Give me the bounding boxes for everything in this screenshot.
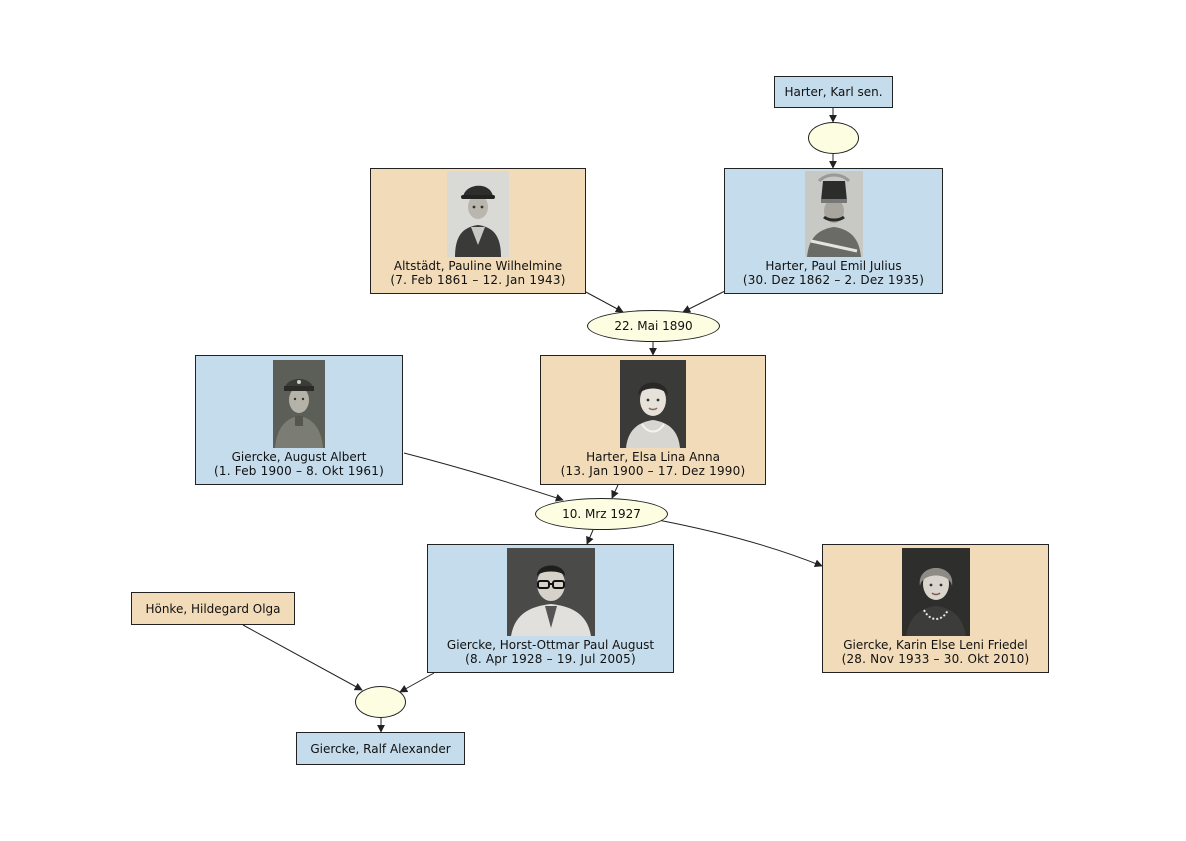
person-name: Hönke, Hildegard Olga bbox=[145, 601, 281, 616]
person-horst-ottmar-giercke[interactable]: Giercke, Horst-Ottmar Paul August (8. Ap… bbox=[427, 544, 674, 673]
person-ralf-giercke[interactable]: Giercke, Ralf Alexander bbox=[296, 732, 465, 765]
person-name: Harter, Elsa Lina Anna bbox=[586, 450, 720, 464]
soldier-cap-portrait-icon bbox=[273, 360, 325, 448]
family-label: 22. Mai 1890 bbox=[614, 319, 693, 333]
family-node-karl[interactable] bbox=[808, 122, 859, 154]
person-name: Altstädt, Pauline Wilhelmine bbox=[393, 259, 563, 273]
family-node-marriage-1890[interactable]: 22. Mai 1890 bbox=[587, 310, 720, 342]
person-dates: (8. Apr 1928 – 19. Jul 2005) bbox=[465, 652, 636, 666]
edge-elsa-to-marriage-1927 bbox=[611, 484, 619, 499]
soldier-shako-portrait-icon bbox=[804, 171, 863, 257]
person-name: Giercke, Horst-Ottmar Paul August bbox=[446, 638, 655, 652]
edge-hildegard-to-family bbox=[242, 624, 363, 691]
person-name: Harter, Karl sen. bbox=[784, 85, 883, 99]
edge-marriage-1927-to-karin bbox=[657, 519, 823, 568]
man-glasses-portrait-icon bbox=[506, 548, 595, 636]
person-dates: (1. Feb 1900 – 8. Okt 1961) bbox=[214, 464, 384, 478]
person-dates: (7. Feb 1861 – 12. Jan 1943) bbox=[390, 273, 566, 287]
family-node-horst[interactable] bbox=[355, 686, 406, 718]
person-pauline-altstaedt[interactable]: Altstädt, Pauline Wilhelmine (7. Feb 186… bbox=[370, 168, 586, 294]
person-dates: (13. Jan 1900 – 17. Dez 1990) bbox=[560, 464, 746, 478]
person-elsa-harter[interactable]: Harter, Elsa Lina Anna (13. Jan 1900 – 1… bbox=[540, 355, 766, 485]
person-name: Giercke, Ralf Alexander bbox=[310, 741, 451, 756]
person-paul-harter[interactable]: Harter, Paul Emil Julius (30. Dez 1862 –… bbox=[724, 168, 943, 294]
person-hildegard-hoenke[interactable]: Hönke, Hildegard Olga bbox=[131, 592, 295, 625]
person-name: Harter, Paul Emil Julius bbox=[765, 259, 902, 273]
edge-august-to-marriage-1927 bbox=[403, 452, 564, 502]
person-karin-giercke[interactable]: Giercke, Karin Else Leni Friedel (28. No… bbox=[822, 544, 1049, 673]
edge-horst-to-family bbox=[399, 672, 435, 693]
person-dates: (28. Nov 1933 – 30. Okt 2010) bbox=[841, 652, 1030, 666]
person-dates: (30. Dez 1862 – 2. Dez 1935) bbox=[742, 273, 925, 287]
family-label: 10. Mrz 1927 bbox=[562, 507, 641, 521]
young-woman-portrait-icon bbox=[620, 360, 686, 448]
family-node-marriage-1927[interactable]: 10. Mrz 1927 bbox=[535, 498, 668, 530]
person-name: Giercke, August Albert bbox=[231, 450, 367, 464]
person-august-giercke[interactable]: Giercke, August Albert (1. Feb 1900 – 8.… bbox=[195, 355, 403, 485]
edge-paul-to-marriage-1890 bbox=[682, 290, 726, 313]
person-karl-harter-sen[interactable]: Harter, Karl sen. bbox=[774, 76, 893, 108]
woman-hat-portrait-icon bbox=[447, 171, 509, 257]
edge-marriage-1927-to-horst bbox=[586, 529, 594, 545]
edge-pauline-to-marriage-1890 bbox=[583, 290, 624, 313]
person-name: Giercke, Karin Else Leni Friedel bbox=[843, 638, 1028, 652]
young-woman-necklace-portrait-icon bbox=[901, 548, 970, 636]
